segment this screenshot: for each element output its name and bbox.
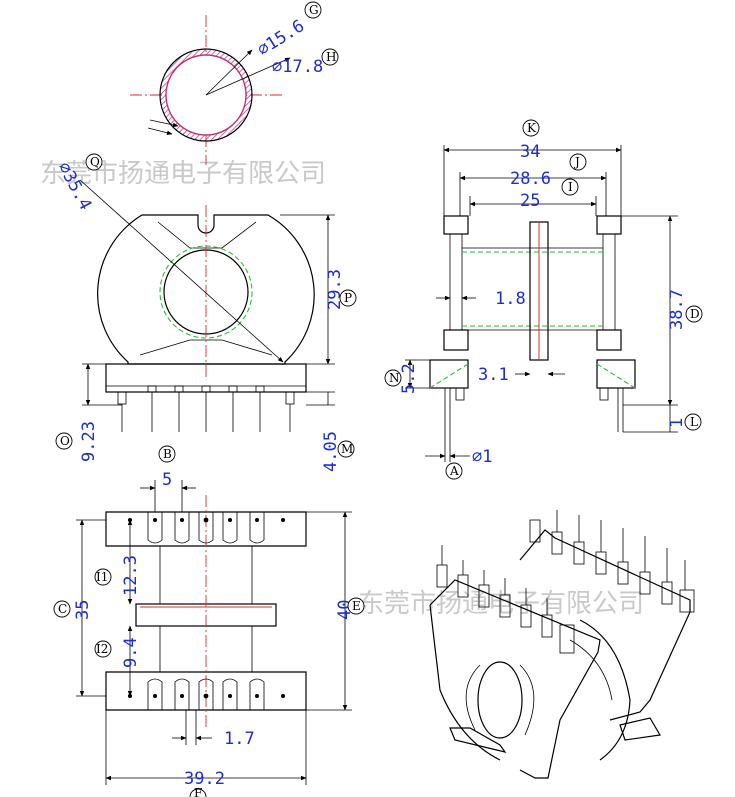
dim-length-35: 35 bbox=[73, 600, 93, 620]
label-g: G bbox=[309, 3, 319, 17]
label-b: B bbox=[163, 447, 172, 461]
label-d-circle bbox=[685, 305, 703, 323]
label-b-circle bbox=[158, 445, 176, 463]
dim-inner-diameter: ⌀15.6 bbox=[254, 16, 308, 60]
dim-gap: 3.1 bbox=[478, 365, 509, 385]
tube-cross-section bbox=[130, 15, 291, 165]
label-a-circle bbox=[445, 462, 463, 480]
label-j-circle bbox=[569, 153, 587, 171]
dim-outer-diameter: ⌀17.8 bbox=[272, 57, 323, 77]
label-k: K bbox=[527, 121, 537, 135]
label-o: O bbox=[60, 434, 70, 448]
watermark-bottom: 东莞市扬通电子有限公司 bbox=[358, 589, 644, 619]
dim-i2: 9.4 bbox=[121, 637, 141, 668]
label-h: H bbox=[326, 50, 336, 64]
dim-base-height: 9.23 bbox=[79, 421, 99, 462]
label-a: A bbox=[449, 464, 459, 478]
dim-spacing-height: 5.2 bbox=[399, 363, 419, 394]
label-i1-circle bbox=[94, 568, 112, 586]
label-p: P bbox=[344, 291, 352, 305]
label-m: M bbox=[341, 442, 353, 456]
label-i: I bbox=[568, 180, 573, 194]
dim-total-height: 38.7 bbox=[667, 289, 687, 330]
side-view bbox=[405, 145, 678, 462]
label-q-circle bbox=[85, 153, 103, 171]
dim-inner-width: 28.6 bbox=[510, 169, 551, 189]
label-l-circle bbox=[684, 413, 702, 431]
dim-pin-pitch: 5 bbox=[162, 470, 172, 490]
label-m-circle bbox=[337, 440, 355, 458]
label-j: J bbox=[573, 155, 580, 169]
label-o-circle bbox=[55, 432, 73, 450]
label-e-circle bbox=[347, 597, 365, 615]
label-p-circle bbox=[339, 289, 357, 307]
dim-wall: 1.8 bbox=[495, 289, 526, 309]
label-c-circle bbox=[53, 600, 71, 618]
dim-overall-width: 34 bbox=[520, 142, 540, 162]
label-k-circle bbox=[522, 119, 540, 137]
top-view bbox=[76, 480, 352, 785]
label-l: L bbox=[690, 415, 698, 429]
front-view bbox=[79, 179, 335, 432]
dim-width-1-7: 1.7 bbox=[224, 729, 255, 749]
isometric-view bbox=[429, 510, 695, 779]
label-f: F bbox=[194, 786, 202, 797]
label-c: C bbox=[58, 602, 67, 616]
dim-pin-extension: 4.05 bbox=[321, 431, 341, 472]
dim-pin-length: 1 bbox=[667, 418, 687, 428]
label-f-circle bbox=[189, 788, 207, 797]
dim-bottom-width: 39.2 bbox=[184, 769, 225, 789]
label-q: Q bbox=[90, 155, 100, 169]
label-i1: I1 bbox=[96, 570, 108, 584]
label-e: E bbox=[352, 599, 361, 613]
label-g-circle bbox=[304, 1, 322, 19]
label-i-circle bbox=[561, 178, 579, 196]
label-i2: I2 bbox=[96, 642, 108, 656]
dim-core-width: 25 bbox=[520, 191, 540, 211]
label-n: N bbox=[389, 371, 400, 385]
label-i2-circle bbox=[94, 640, 112, 658]
dim-i1: 12.3 bbox=[121, 555, 141, 596]
dim-pin-diameter: ⌀1 bbox=[472, 447, 492, 467]
label-d: D bbox=[690, 307, 700, 321]
label-n-circle bbox=[384, 369, 402, 387]
label-h-circle bbox=[321, 48, 339, 66]
